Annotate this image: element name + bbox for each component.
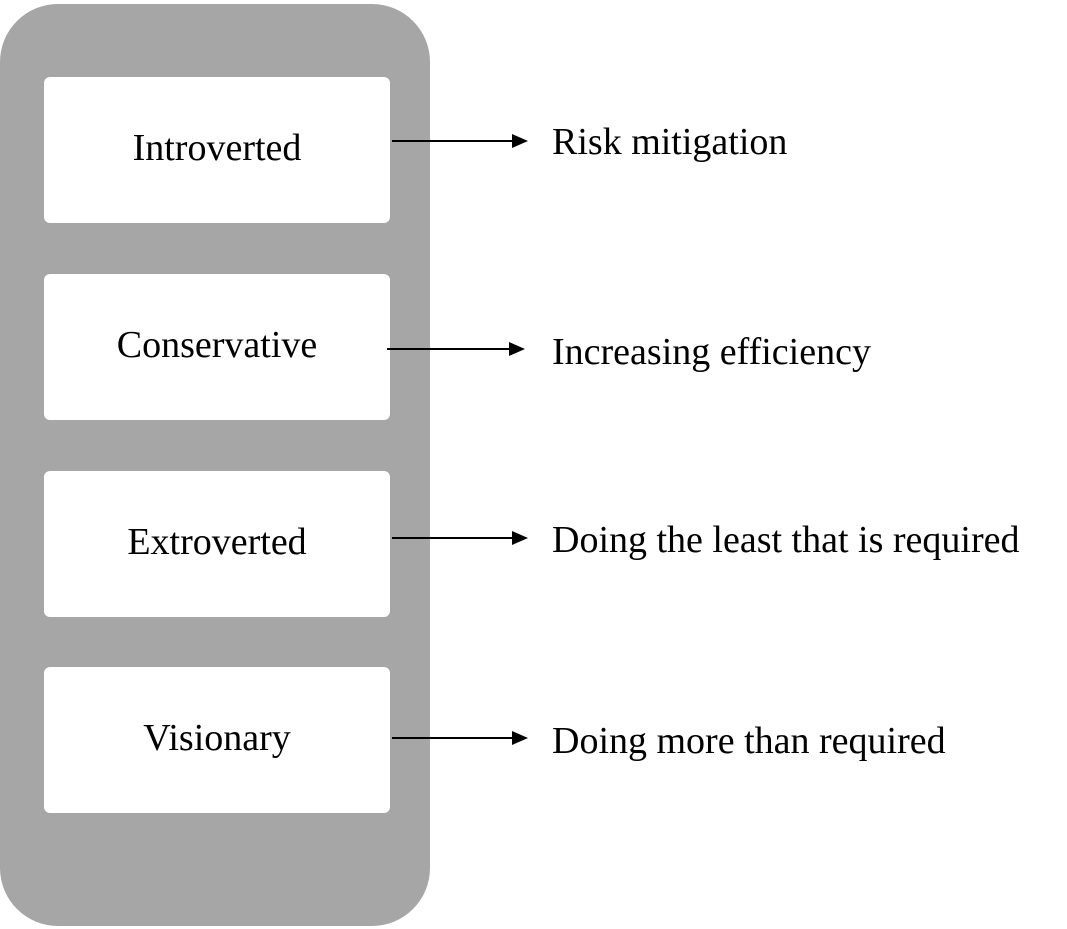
type-box-extroverted: Extroverted	[44, 471, 390, 617]
arrow-visionary	[392, 728, 528, 748]
type-label: Conservative	[116, 324, 318, 366]
arrow-conservative	[387, 339, 525, 359]
type-label: Visionary	[143, 717, 291, 759]
type-label: Introverted	[132, 127, 302, 169]
outcome-label: Risk mitigation	[552, 121, 788, 163]
outcome-label: Doing the least that is required	[552, 519, 1020, 561]
outcome-label: Doing more than required	[552, 720, 946, 762]
type-label: Extroverted	[127, 521, 307, 563]
arrow-extroverted	[392, 528, 528, 548]
type-box-introverted: Introverted	[44, 77, 390, 223]
outcome-label: Increasing efficiency	[552, 331, 871, 373]
type-box-visionary: Visionary	[44, 667, 390, 813]
type-box-conservative: Conservative	[44, 274, 390, 420]
arrow-introverted	[392, 131, 528, 151]
